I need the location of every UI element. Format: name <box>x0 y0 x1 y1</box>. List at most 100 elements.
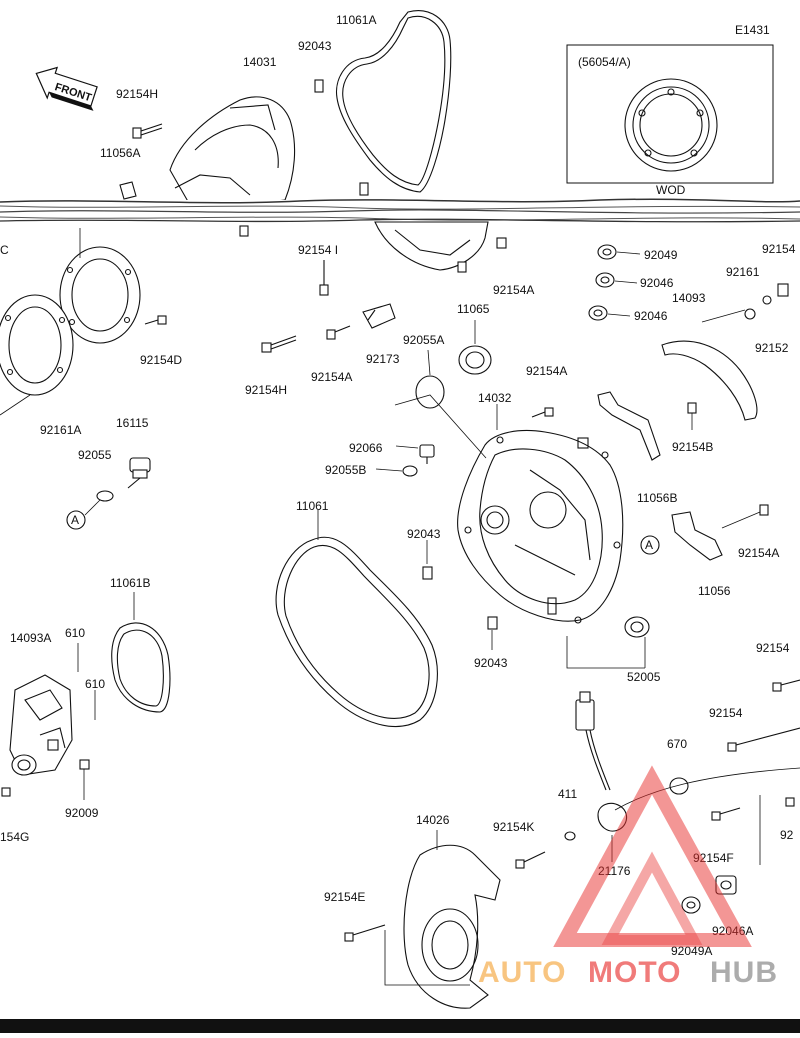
inset-label: (56054/A) <box>578 55 631 69</box>
dowel-92043-top <box>314 79 324 93</box>
label-92154-r2: 92154 <box>756 641 790 655</box>
label-92066: 92066 <box>349 441 383 455</box>
bolt-92154a-left <box>326 325 351 340</box>
dowel-92043-low <box>487 616 498 630</box>
plug-92066 <box>419 444 435 464</box>
dowel-92043-mid <box>422 566 433 580</box>
bolt-92154f <box>711 807 741 821</box>
callout-a-left <box>66 510 86 530</box>
label-92154a-2: 92154A <box>311 370 352 384</box>
bolt-92154k <box>515 851 546 869</box>
cover-14031-lower <box>374 221 489 271</box>
label-92043-mid: 92043 <box>407 527 441 541</box>
label-11056: 11056 <box>698 584 731 598</box>
sensor-21176 <box>575 691 628 832</box>
label-92154b: 92154B <box>672 440 713 454</box>
label-92161a: 92161A <box>40 423 81 437</box>
label-14031: 14031 <box>243 55 277 69</box>
label-92-right: 92 <box>780 828 794 842</box>
bolt-right-top <box>777 283 789 297</box>
label-92009: 92009 <box>65 806 99 820</box>
label-92154-r3: 92154 <box>709 706 743 720</box>
label-92049a: 92049A <box>671 944 712 958</box>
ring-92055 <box>96 490 114 502</box>
cover-14031 <box>169 96 296 206</box>
seal-92046-1 <box>595 272 615 288</box>
label-92154k: 92154K <box>493 820 534 834</box>
bolt-92154h-top <box>132 123 163 139</box>
seal-11065 <box>458 345 492 375</box>
inset-note: WOD <box>656 183 686 197</box>
label-92154d: 92154D <box>140 353 182 367</box>
torn-divider <box>0 198 800 223</box>
label-11056b: 11056B <box>637 491 677 505</box>
label-670: 670 <box>667 737 687 751</box>
bolt-92154h-mid <box>261 335 297 353</box>
label-c-left: C <box>0 243 9 257</box>
gasket-11061a <box>335 10 452 193</box>
nut-92152 <box>762 295 772 305</box>
label-92154a-1: 92154A <box>493 283 534 297</box>
plate-92154d <box>59 246 141 344</box>
label-92055b: 92055B <box>325 463 366 477</box>
bolt-right-low <box>785 797 795 807</box>
label-11065: 11065 <box>457 302 490 316</box>
seal-92049a <box>681 896 701 914</box>
callout-a-right <box>640 535 660 555</box>
bracket-11056 <box>671 511 723 561</box>
watermark-moto: MOTO <box>588 956 681 989</box>
label-11056a: 11056A <box>100 146 140 160</box>
cap-16115 <box>127 457 151 489</box>
label-92154h-mid: 92154H <box>245 383 287 397</box>
label-11061b: 11061B <box>110 576 150 590</box>
assembly-14093a <box>9 674 73 776</box>
label-154g: 154G <box>0 830 29 844</box>
guard-14093 <box>661 340 758 421</box>
bolt-92154a-mid <box>531 407 554 418</box>
bolt-92009 <box>79 759 90 770</box>
seal-52005 <box>624 616 650 638</box>
ring-92055b <box>402 465 418 477</box>
part-labels: 11061A 92043 14031 92154H 11056A C 92154… <box>0 13 796 958</box>
gasket-11061b <box>111 622 171 713</box>
cover-14032 <box>457 429 624 624</box>
label-411: 411 <box>558 787 577 801</box>
washer-92161 <box>744 308 756 320</box>
gasket-92161a <box>0 294 74 396</box>
seal-92049 <box>597 244 617 260</box>
bracket-11056a <box>119 181 137 200</box>
bracket-11056b <box>597 391 661 461</box>
label-14093: 14093 <box>672 291 706 305</box>
dowel-top-2 <box>359 182 369 196</box>
label-92049-top: 92049 <box>644 248 678 262</box>
label-92043-low: 92043 <box>474 656 508 670</box>
watermark-hub: HUB <box>710 956 778 989</box>
gasket-11061 <box>275 536 438 728</box>
ring-670 <box>669 777 689 795</box>
bolt-92154i <box>319 260 329 296</box>
bolt-92154-r3 <box>727 727 800 752</box>
label-92161: 92161 <box>726 265 760 279</box>
svg-text:A: A <box>71 513 79 527</box>
label-92154-right: 92154 <box>762 242 796 256</box>
label-14026: 14026 <box>416 813 450 827</box>
bottom-bar <box>0 1019 800 1033</box>
label-11061a: 11061A <box>336 13 376 27</box>
diagram-code: E1431 <box>735 23 770 37</box>
label-92152: 92152 <box>755 341 789 355</box>
label-92154e: 92154E <box>324 890 365 904</box>
label-92046-2: 92046 <box>634 309 668 323</box>
label-92173: 92173 <box>366 352 400 366</box>
bolt-92154e <box>344 924 386 942</box>
bolt-92154a-right <box>759 504 769 516</box>
label-610-2: 610 <box>85 677 105 691</box>
label-11061: 11061 <box>296 499 329 513</box>
bolt-92154d <box>144 315 167 325</box>
front-arrow: FRONT <box>35 66 98 111</box>
label-92154i: 92154 I <box>298 243 338 257</box>
label-14032: 14032 <box>478 391 512 405</box>
label-92154h-top: 92154H <box>116 87 158 101</box>
bolt-92154b <box>687 402 697 414</box>
